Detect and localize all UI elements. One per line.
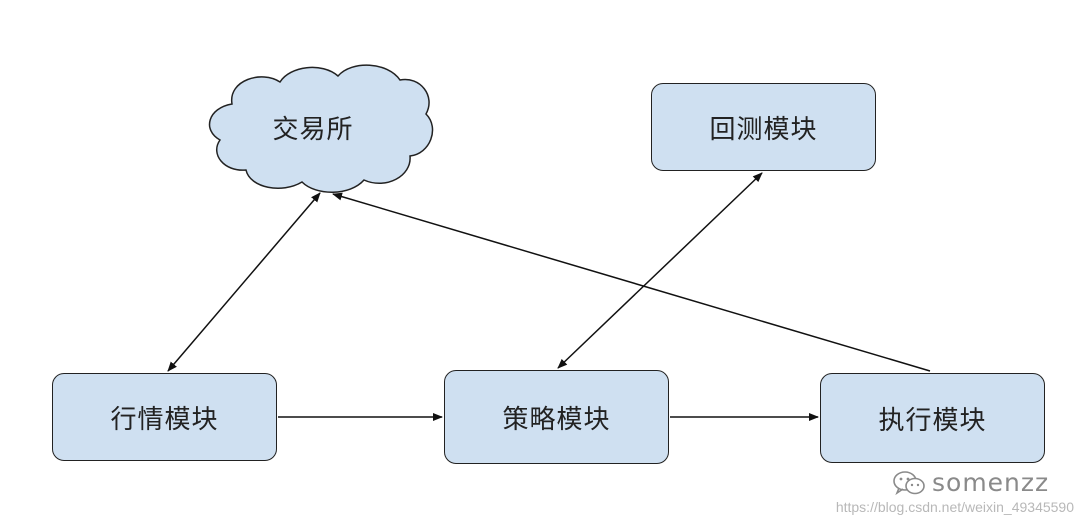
watermark-url: https://blog.csdn.net/weixin_49345590 — [835, 499, 1074, 515]
watermark: somenzz — [892, 468, 1049, 497]
market-module-node: 行情模块 — [52, 373, 277, 461]
execution-module-node: 执行模块 — [820, 373, 1045, 463]
exchange-cloud — [208, 64, 434, 193]
wechat-icon — [893, 470, 925, 495]
arrow-exchange-market — [167, 192, 321, 372]
strategy-module-node: 策略模块 — [444, 370, 669, 464]
watermark-name: somenzz — [932, 468, 1050, 497]
exchange-label: 交易所 — [272, 114, 354, 145]
arrow-backtest-strategy — [557, 172, 763, 369]
arrow-execution-exchange — [332, 192, 931, 372]
backtest-module-node: 回测模块 — [651, 83, 876, 171]
